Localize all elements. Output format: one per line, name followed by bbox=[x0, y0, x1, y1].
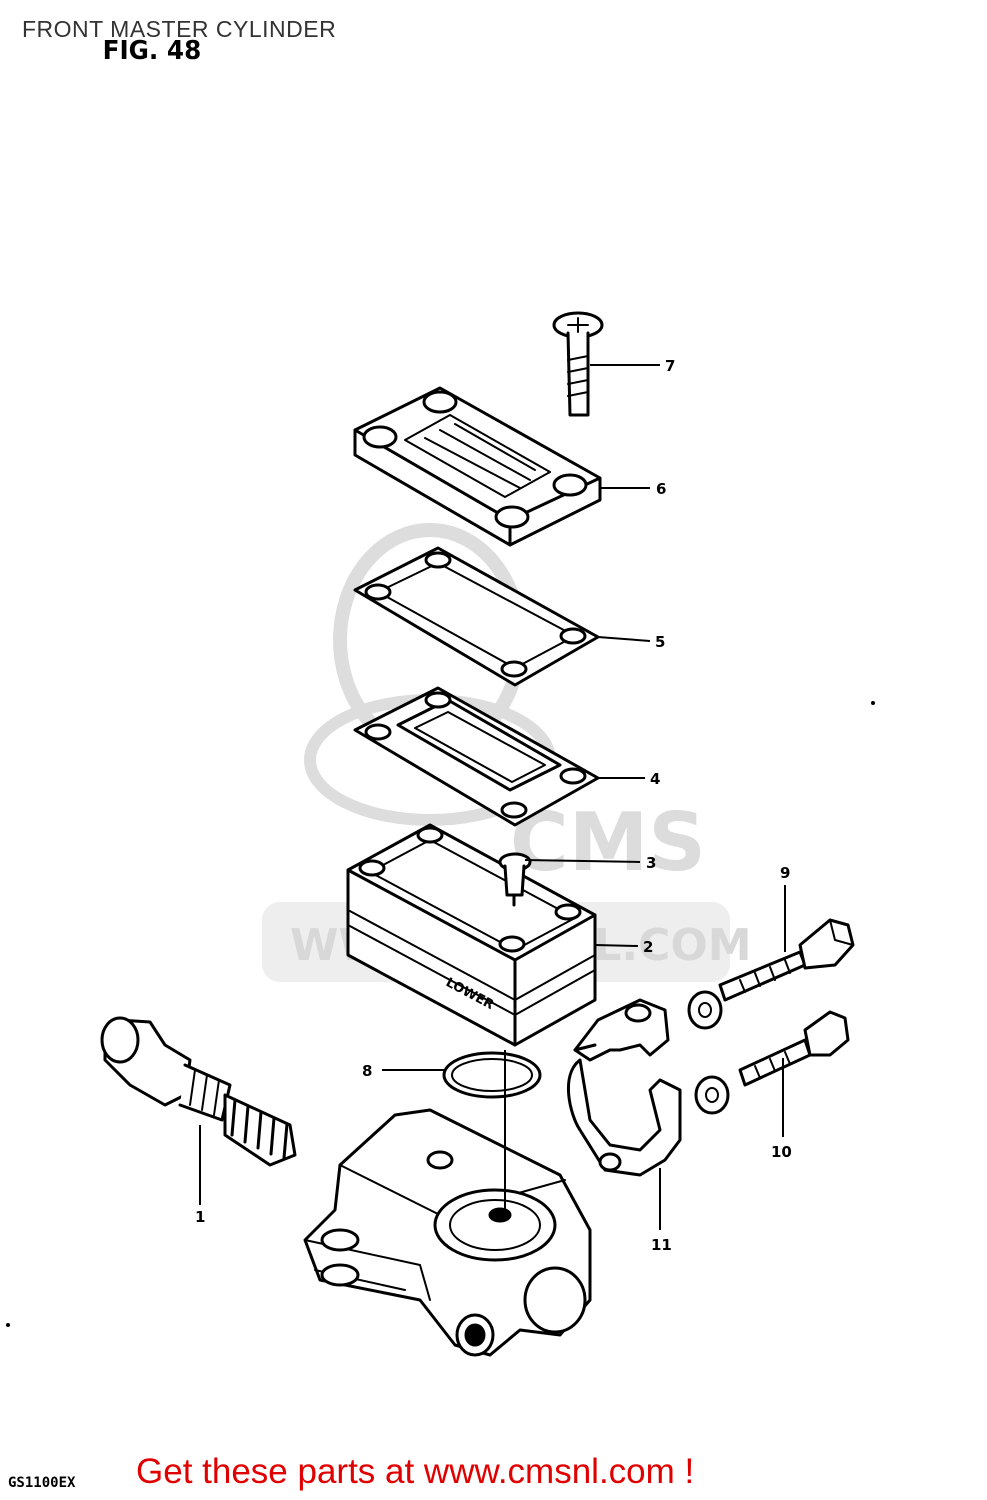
callout-9: 9 bbox=[780, 864, 790, 882]
part-6-cap bbox=[353, 386, 602, 547]
part-1-piston bbox=[100, 1016, 297, 1167]
part-10-bolt bbox=[694, 1010, 850, 1115]
callout-3: 3 bbox=[646, 854, 656, 872]
callout-1: 1 bbox=[195, 1208, 205, 1226]
part-7-screw bbox=[552, 311, 604, 417]
callout-5: 5 bbox=[655, 633, 665, 651]
callout-6: 6 bbox=[656, 480, 666, 498]
watermark-logo: CMS bbox=[510, 796, 706, 889]
master-cylinder-body bbox=[303, 1108, 592, 1357]
speck bbox=[6, 1323, 10, 1327]
callout-2: 2 bbox=[643, 938, 653, 956]
speck bbox=[871, 701, 875, 705]
callout-11: 11 bbox=[651, 1236, 672, 1254]
callout-10: 10 bbox=[771, 1143, 792, 1161]
model-code: GS1100EX bbox=[8, 1475, 76, 1491]
part-3-screw bbox=[498, 852, 532, 907]
promo-link[interactable]: Get these parts at www.cmsnl.com ! bbox=[136, 1452, 695, 1491]
callouts: 7 6 5 4 3 2 9 8 10 1 11 bbox=[195, 357, 792, 1254]
callout-8: 8 bbox=[362, 1062, 372, 1080]
callout-7: 7 bbox=[665, 357, 675, 375]
leader-lines bbox=[199, 364, 786, 1230]
part-5-plate bbox=[353, 546, 600, 687]
part-9-bolt bbox=[687, 918, 855, 1030]
figure-number: FIG. 48 bbox=[102, 36, 202, 66]
part-8-oring bbox=[442, 1051, 542, 1099]
page-title: FRONT MASTER CYLINDER bbox=[22, 16, 337, 42]
callout-4: 4 bbox=[650, 770, 660, 788]
part-11-clamp bbox=[566, 998, 682, 1177]
part-2-reservoir: LOWER bbox=[346, 823, 597, 1047]
